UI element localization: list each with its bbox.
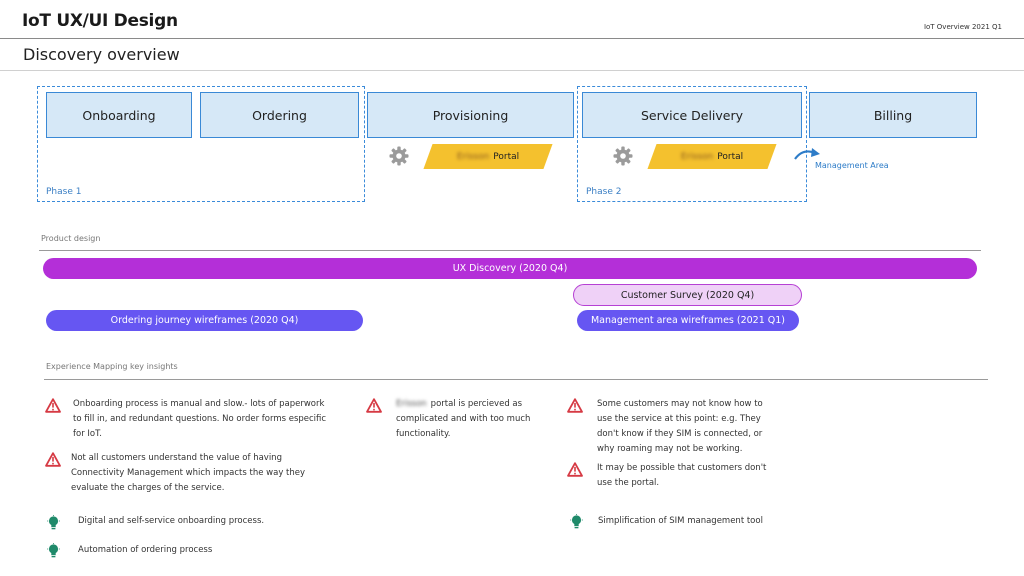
insight-line: It may be possible that customers don't [597, 463, 767, 473]
insight-line: Some customers may not know how to [597, 399, 763, 409]
stage-ordering[interactable]: Ordering [200, 92, 359, 138]
insight-line: for IoT. [73, 429, 102, 439]
insight-warning-1: Onboarding process is manual and slow.- … [73, 397, 363, 442]
stage-onboarding[interactable]: Onboarding [46, 92, 192, 138]
insight-line: complicated and with too much [396, 414, 531, 424]
header-divider [0, 38, 1024, 39]
portal-brand-1: Erisson [456, 151, 490, 162]
ux-discovery-bar: UX Discovery (2020 Q4) [43, 258, 977, 279]
insight-line: Not all customers understand the value o… [71, 453, 282, 463]
insight-line: to fill in, and redundant questions. No … [73, 414, 327, 424]
portal-brand-2: Erisson [680, 151, 714, 162]
insights-divider [44, 379, 988, 380]
insight-line: use the service at this point: e.g. They [597, 414, 761, 424]
gear-icon [613, 146, 633, 166]
ordering-wireframes-bar: Ordering journey wireframes (2020 Q4) [46, 310, 363, 331]
phase-1-label: Phase 1 [46, 187, 82, 197]
management-wireframes-bar: Management area wireframes (2021 Q1) [577, 310, 799, 331]
lightbulb-icon [47, 543, 60, 558]
insight-text: portal is percieved as [430, 399, 523, 409]
product-design-label: Product design [41, 234, 101, 243]
insights-label: Experience Mapping key insights [46, 362, 178, 371]
customer-survey-bar: Customer Survey (2020 Q4) [573, 284, 802, 306]
insight-line: Onboarding process is manual and slow.- … [73, 399, 325, 409]
insight-warning-5: It may be possible that customers don't … [597, 461, 797, 491]
insight-line: don't know if they SIM is connected, or [597, 429, 763, 439]
page-subtitle: Discovery overview [23, 45, 180, 64]
insight-line: evaluate the charges of the service. [71, 483, 225, 493]
phase-1-box [37, 86, 365, 202]
insight-warning-4: Some customers may not know how to use t… [597, 397, 797, 457]
page-title: IoT UX/UI Design [22, 11, 178, 31]
stage-service-delivery[interactable]: Service Delivery [582, 92, 802, 138]
lightbulb-icon [570, 514, 583, 529]
phase-2-label: Phase 2 [586, 187, 622, 197]
gear-icon [389, 146, 409, 166]
portal-label-1: Portal [493, 151, 520, 162]
lightbulb-icon [47, 515, 60, 530]
insight-line: why roaming may not be working. [597, 444, 743, 454]
warning-icon [567, 398, 583, 413]
phase-2-box [577, 86, 807, 202]
warning-icon [567, 462, 583, 477]
stage-billing[interactable]: Billing [809, 92, 977, 138]
warning-icon [45, 452, 61, 467]
warning-icon [45, 398, 61, 413]
subtitle-divider [0, 70, 1024, 71]
management-area-label: Management Area [815, 161, 889, 170]
portal-brand: Erisson [396, 399, 427, 409]
idea-1: Digital and self-service onboarding proc… [78, 516, 265, 526]
insight-line: Connectivity Management which impacts th… [71, 468, 306, 478]
product-design-divider [39, 250, 981, 251]
portal-label-2: Portal [717, 151, 744, 162]
idea-3: Simplification of SIM management tool [598, 516, 763, 526]
insight-line: use the portal. [597, 478, 660, 488]
insight-warning-2: Not all customers understand the value o… [71, 451, 361, 496]
curved-arrow-icon [794, 148, 820, 160]
stage-provisioning[interactable]: Provisioning [367, 92, 574, 138]
page-reference: IoT Overview 2021 Q1 [923, 23, 1002, 31]
warning-icon [366, 398, 382, 413]
idea-2: Automation of ordering process [78, 545, 213, 555]
insight-line: functionality. [396, 429, 451, 439]
